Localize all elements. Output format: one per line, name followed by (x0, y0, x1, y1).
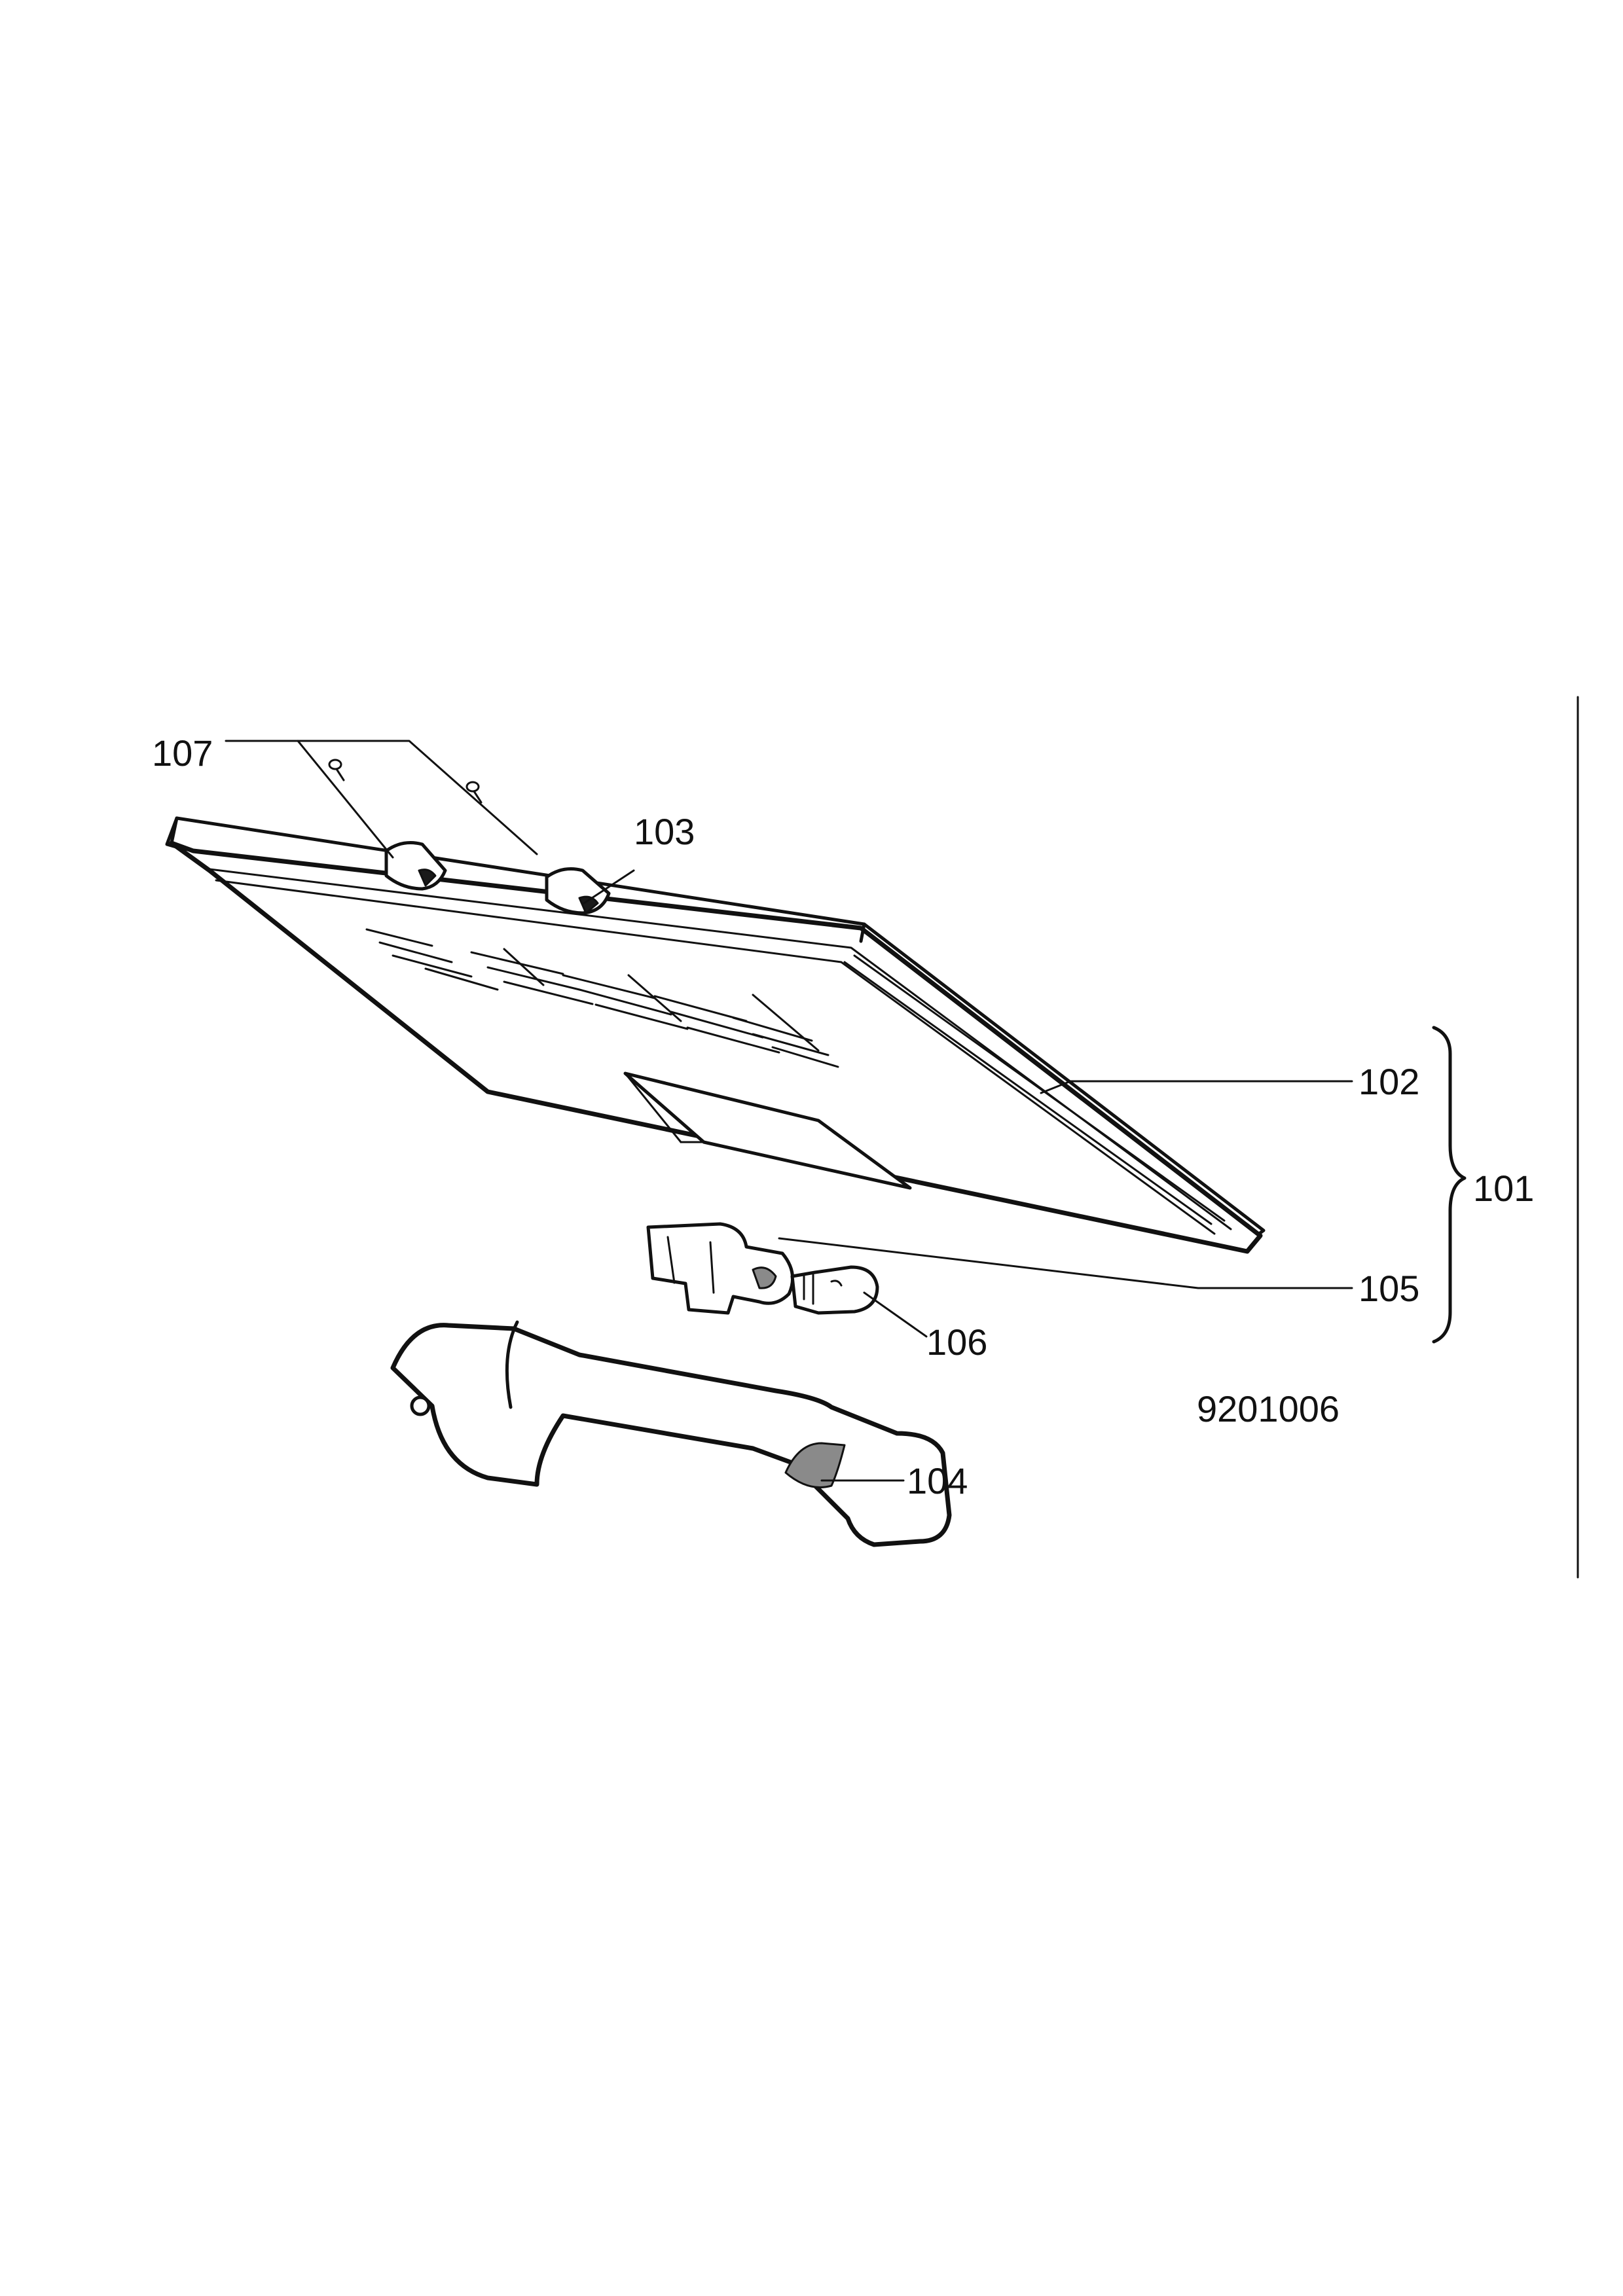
screw-right (465, 781, 483, 804)
hinge-left (384, 841, 447, 891)
label-101: 101 (1473, 1168, 1534, 1209)
handle-drawing (390, 1320, 952, 1547)
diagram-reference-number: 9201006 (1197, 1388, 1340, 1429)
screw-left (328, 759, 345, 781)
lid-drawing (165, 816, 1266, 1254)
leader-lines (225, 740, 1353, 1482)
label-102: 102 (1359, 1061, 1419, 1102)
label-107: 107 (152, 732, 213, 774)
label-105: 105 (1359, 1268, 1419, 1309)
label-106: 106 (926, 1321, 987, 1363)
bulb-drawing (790, 1265, 879, 1315)
hinge-right (545, 867, 611, 915)
label-104: 104 (907, 1460, 968, 1501)
assembly-brace (1432, 1026, 1467, 1344)
lamp-holder-drawing (646, 1222, 795, 1315)
label-103: 103 (634, 811, 695, 852)
